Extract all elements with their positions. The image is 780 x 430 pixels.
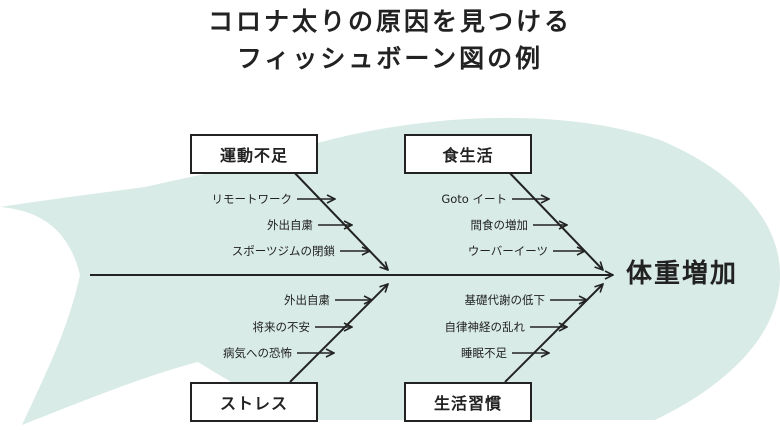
effect-label: 体重増加 [626, 259, 739, 289]
cause-label: 外出自粛 [267, 218, 313, 232]
cause-label: 睡眠不足 [461, 346, 507, 360]
diagram-title-line-1: コロナ太りの原因を見つける [207, 7, 572, 36]
cause-label: 外出自粛 [284, 293, 330, 307]
bone-diet [504, 167, 603, 270]
category-box-habits: 生活習慣 [404, 382, 532, 422]
category-box-diet: 食生活 [404, 134, 532, 174]
cause-label: 基礎代謝の低下 [464, 293, 546, 307]
cause-label: 間食の増加 [470, 218, 529, 232]
category-box-stress: ストレス [190, 382, 318, 422]
cause-label: ウーバーイーツ [467, 244, 548, 258]
cause-label: 将来の不安 [252, 320, 311, 334]
cause-label: 病気への恐怖 [223, 346, 292, 360]
cause-label: スポーツジムの閉鎖 [231, 244, 335, 258]
diagram-title-line-2: フィッシュボーン図の例 [236, 44, 544, 73]
cause-label: Goto イート [441, 192, 507, 206]
fish-body-shape [0, 117, 780, 425]
bone-exercise [289, 167, 388, 270]
cause-label: 自律神経の乱れ [444, 320, 526, 334]
category-box-exercise: 運動不足 [190, 134, 318, 174]
cause-label: リモートワーク [211, 192, 293, 206]
